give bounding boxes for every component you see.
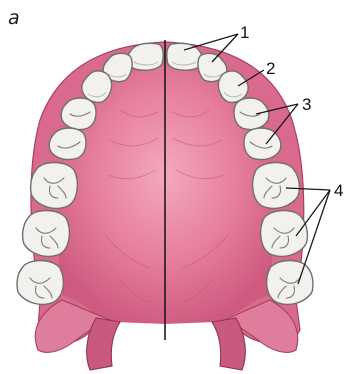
second-molar-right — [261, 211, 308, 257]
label-1: 1 — [240, 23, 249, 42]
second-premolar-left — [49, 128, 86, 160]
central-incisor-right — [167, 43, 202, 70]
label-4: 4 — [334, 181, 343, 200]
first-premolar-left — [61, 98, 96, 130]
third-molar-left — [17, 261, 63, 305]
central-incisor-left — [128, 43, 163, 70]
third-molar-right — [267, 261, 313, 305]
label-3: 3 — [302, 95, 311, 114]
panel-label: a — [8, 7, 20, 29]
first-molar-left — [31, 163, 78, 209]
label-2: 2 — [266, 59, 275, 78]
first-premolar-right — [234, 98, 269, 130]
second-molar-left — [23, 211, 70, 257]
first-molar-right — [253, 163, 300, 209]
